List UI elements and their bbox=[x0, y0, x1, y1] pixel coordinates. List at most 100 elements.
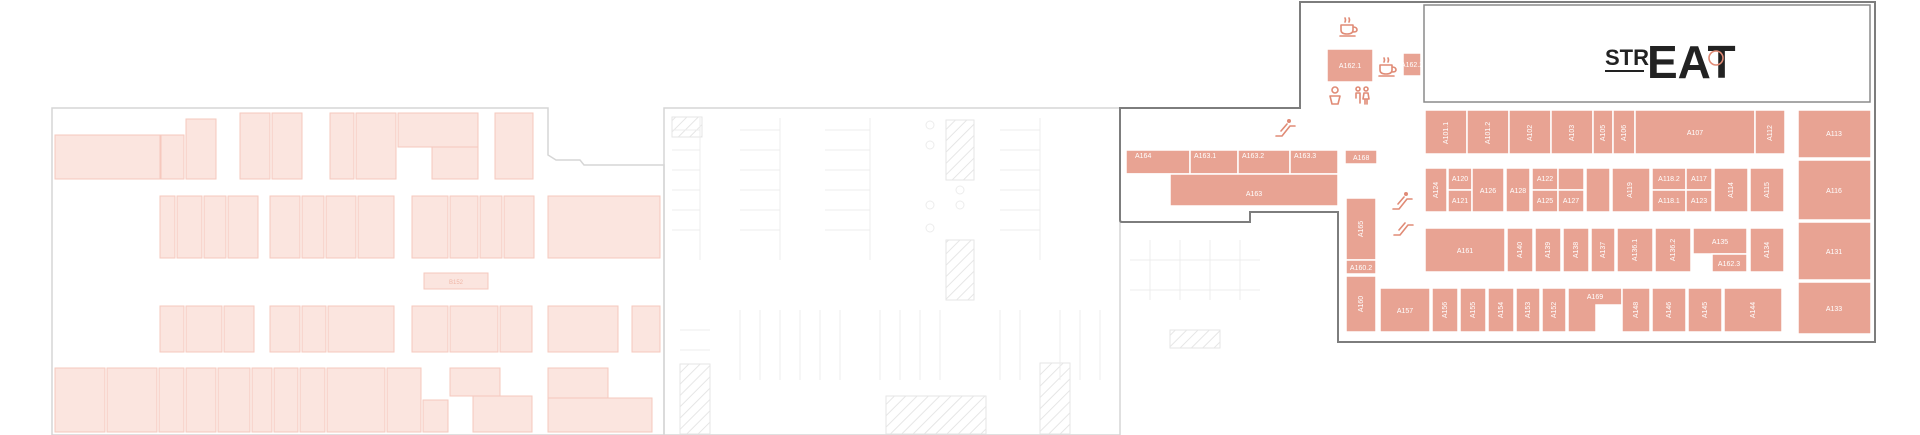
faded-unit[interactable] bbox=[54, 367, 106, 433]
streat-food-hall[interactable] bbox=[1423, 4, 1871, 103]
unit-a123[interactable] bbox=[1685, 189, 1713, 213]
faded-unit[interactable] bbox=[217, 367, 251, 433]
unit-a146[interactable] bbox=[1651, 287, 1687, 333]
unit-a163[interactable] bbox=[1126, 173, 1339, 207]
unit-a119[interactable] bbox=[1611, 167, 1651, 213]
faded-unit[interactable] bbox=[301, 195, 325, 259]
faded-unit[interactable] bbox=[386, 367, 422, 433]
faded-unit[interactable] bbox=[479, 195, 503, 259]
unit-a163-2[interactable] bbox=[1237, 149, 1291, 175]
faded-unit[interactable] bbox=[160, 134, 185, 180]
unit-a116[interactable] bbox=[1797, 159, 1872, 221]
faded-unit[interactable] bbox=[159, 195, 176, 259]
unit-a113[interactable] bbox=[1797, 109, 1872, 159]
faded-unit[interactable] bbox=[449, 305, 499, 353]
unit-a112[interactable] bbox=[1754, 109, 1786, 155]
unit-a161[interactable] bbox=[1424, 227, 1506, 273]
faded-unit[interactable] bbox=[185, 367, 217, 433]
faded-unit[interactable] bbox=[185, 305, 223, 353]
faded-unit[interactable] bbox=[158, 367, 185, 433]
faded-unit[interactable] bbox=[422, 399, 449, 433]
faded-unit[interactable] bbox=[411, 195, 449, 259]
faded-unit[interactable] bbox=[176, 195, 203, 259]
faded-unit[interactable] bbox=[547, 195, 661, 259]
unit-a140[interactable] bbox=[1506, 227, 1534, 273]
unit-label: A124 bbox=[1433, 182, 1440, 198]
unit-a121-sm[interactable] bbox=[1557, 167, 1585, 191]
unit-a124[interactable] bbox=[1424, 167, 1448, 213]
faded-unit[interactable] bbox=[397, 112, 479, 148]
faded-unit[interactable] bbox=[271, 112, 303, 180]
unit-a139[interactable] bbox=[1534, 227, 1562, 273]
faded-unit[interactable] bbox=[299, 367, 326, 433]
unit-a160-2[interactable] bbox=[1345, 259, 1377, 275]
unit-a160[interactable] bbox=[1345, 275, 1377, 333]
unit-a157[interactable] bbox=[1379, 287, 1431, 333]
unit-a128[interactable] bbox=[1505, 167, 1531, 213]
unit-a131[interactable] bbox=[1797, 221, 1872, 281]
faded-unit[interactable] bbox=[357, 195, 395, 259]
faded-unit[interactable] bbox=[326, 367, 386, 433]
faded-unit[interactable] bbox=[106, 367, 158, 433]
faded-unit[interactable] bbox=[547, 397, 653, 433]
unit-a152[interactable] bbox=[1541, 287, 1567, 333]
unit-a162-1[interactable] bbox=[1326, 48, 1374, 83]
unit-a134[interactable] bbox=[1749, 227, 1785, 273]
unit-a168[interactable] bbox=[1344, 149, 1378, 165]
faded-unit-b152[interactable] bbox=[423, 272, 489, 290]
faded-unit[interactable] bbox=[499, 305, 533, 353]
faded-unit[interactable] bbox=[227, 195, 259, 259]
faded-unit[interactable] bbox=[503, 195, 535, 259]
unit-a155[interactable] bbox=[1459, 287, 1487, 333]
unit-a154[interactable] bbox=[1487, 287, 1515, 333]
unit-a114[interactable] bbox=[1713, 167, 1749, 213]
faded-unit[interactable] bbox=[251, 367, 273, 433]
faded-unit[interactable] bbox=[203, 195, 227, 259]
unit-a120[interactable] bbox=[1585, 167, 1611, 213]
faded-unit[interactable] bbox=[494, 112, 534, 180]
faded-unit[interactable] bbox=[547, 305, 619, 353]
unit-a162-3[interactable] bbox=[1711, 253, 1748, 273]
unit-a101-2[interactable] bbox=[1466, 109, 1510, 155]
faded-unit[interactable] bbox=[327, 305, 395, 353]
faded-unit[interactable] bbox=[269, 305, 301, 353]
unit-a144[interactable] bbox=[1723, 287, 1783, 333]
faded-unit[interactable] bbox=[449, 367, 501, 397]
faded-unit[interactable] bbox=[269, 195, 301, 259]
faded-unit[interactable] bbox=[329, 112, 355, 180]
faded-unit[interactable] bbox=[325, 195, 357, 259]
unit-a137[interactable] bbox=[1590, 227, 1616, 273]
faded-unit[interactable] bbox=[431, 146, 479, 180]
unit-a133[interactable] bbox=[1797, 281, 1872, 335]
unit-a153[interactable] bbox=[1515, 287, 1541, 333]
unit-a138[interactable] bbox=[1562, 227, 1590, 273]
faded-unit[interactable] bbox=[54, 134, 161, 180]
faded-unit[interactable] bbox=[355, 112, 397, 180]
faded-unit[interactable] bbox=[449, 195, 479, 259]
unit-a165[interactable] bbox=[1345, 197, 1377, 261]
faded-unit[interactable] bbox=[547, 367, 609, 399]
unit-a148[interactable] bbox=[1621, 287, 1651, 333]
unit-a156[interactable] bbox=[1431, 287, 1459, 333]
faded-unit[interactable] bbox=[223, 305, 255, 353]
unit-a145[interactable] bbox=[1687, 287, 1723, 333]
faded-unit[interactable] bbox=[159, 305, 185, 353]
unit-a136-2[interactable] bbox=[1654, 227, 1692, 273]
unit-a107[interactable] bbox=[1634, 109, 1756, 155]
unit-a103[interactable] bbox=[1550, 109, 1594, 155]
unit-a119-sm[interactable] bbox=[1557, 189, 1585, 213]
faded-unit[interactable] bbox=[301, 305, 327, 353]
unit-a115[interactable] bbox=[1749, 167, 1785, 213]
unit-a164[interactable] bbox=[1125, 149, 1191, 175]
unit-a126[interactable] bbox=[1471, 167, 1505, 213]
unit-a163-1[interactable] bbox=[1189, 149, 1239, 175]
faded-unit[interactable] bbox=[185, 118, 217, 180]
faded-unit[interactable] bbox=[472, 395, 533, 433]
faded-unit[interactable] bbox=[631, 305, 661, 353]
faded-unit[interactable] bbox=[239, 112, 271, 180]
unit-a136-1[interactable] bbox=[1616, 227, 1654, 273]
faded-unit[interactable] bbox=[273, 367, 299, 433]
faded-unit[interactable] bbox=[411, 305, 449, 353]
unit-a162-2[interactable] bbox=[1402, 52, 1422, 77]
